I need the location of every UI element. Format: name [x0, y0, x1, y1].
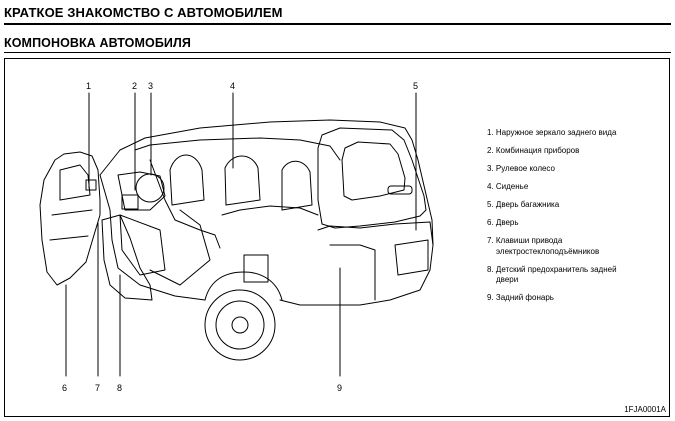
- legend-item: 5. Дверь багажника: [487, 200, 560, 209]
- legend-item: 2. Комбинация приборов: [487, 146, 580, 155]
- callout-4: 4: [230, 81, 235, 91]
- callout-3: 3: [148, 81, 153, 91]
- legend-list: 1. Наружное зеркало заднего вида 2. Комб…: [487, 128, 667, 311]
- title-rule: [4, 23, 671, 25]
- callout-7: 7: [95, 383, 100, 393]
- callout-1: 1: [86, 81, 91, 91]
- car-body-drawing: [99, 119, 434, 361]
- legend-item: 6. Дверь: [487, 218, 519, 227]
- front-door-drawing: [39, 151, 101, 286]
- callout-5: 5: [413, 81, 418, 91]
- callout-lines: [65, 92, 417, 377]
- legend-item: 4. Сиденье: [487, 182, 529, 191]
- figure-code: 1FJA0001A: [624, 405, 666, 414]
- callout-9: 9: [337, 383, 342, 393]
- section-title: КРАТКОЕ ЗНАКОМСТВО С АВТОМОБИЛЕМ: [4, 5, 283, 20]
- legend-item: 1. Наружное зеркало заднего вида: [487, 128, 617, 137]
- subtitle-rule: [4, 52, 671, 53]
- callout-8: 8: [117, 383, 122, 393]
- legend-item: 3. Рулевое колесо: [487, 164, 555, 173]
- callout-2: 2: [132, 81, 137, 91]
- page-title: КОМПОНОВКА АВТОМОБИЛЯ: [4, 36, 191, 50]
- figure-frame: [4, 58, 670, 417]
- legend-item: 9. Задний фонарь: [487, 293, 554, 302]
- callout-6: 6: [62, 383, 67, 393]
